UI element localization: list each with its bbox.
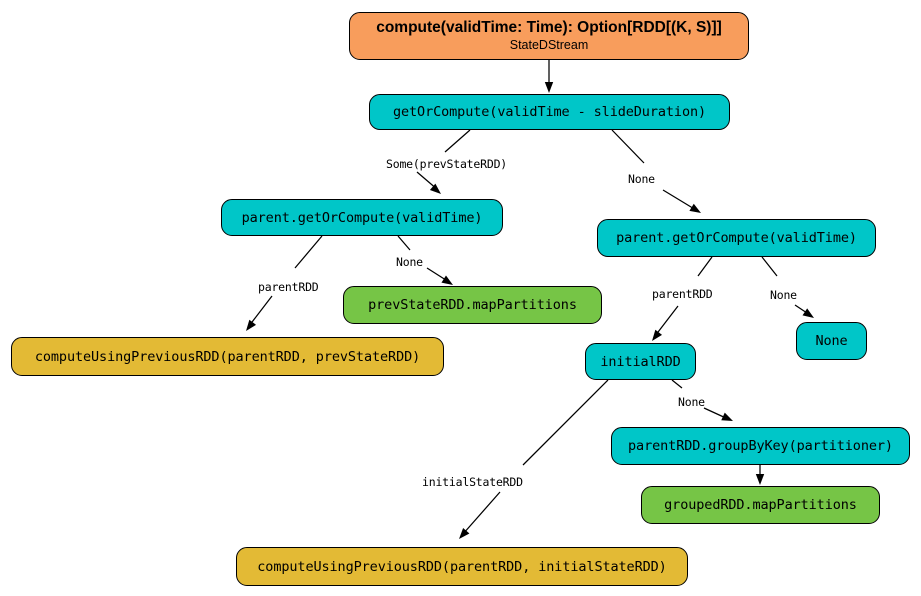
edge-initialrdd-initialstaterdd-label: initialStateRDD — [422, 475, 523, 489]
node-prevstaterdd-mappartitions[interactable]: prevStateRDD.mapPartitions — [343, 286, 602, 324]
node-parent-getorcompute-right[interactable]: parent.getOrCompute(validTime) — [597, 219, 876, 257]
node-compute-root-subtitle: StateDStream — [509, 37, 589, 52]
node-groupedrdd-mappartitions[interactable]: groupedRDD.mapPartitions — [641, 486, 880, 524]
edge-getorcompute-none-label: None — [628, 172, 655, 186]
node-getorcompute-slideduration-label: getOrCompute(validTime - slideDuration) — [392, 104, 707, 120]
node-parent-getorcompute-left-label: parent.getOrCompute(validTime) — [241, 209, 483, 226]
node-compute-root[interactable]: compute(validTime: Time): Option[RDD[(K,… — [349, 12, 749, 60]
edge-initialrdd-none-groupbykey-label: None — [678, 395, 705, 409]
node-prevstaterdd-mappartitions-label: prevStateRDD.mapPartitions — [368, 297, 577, 313]
node-computeusingpreviousrdd-prevstaterdd[interactable]: computeUsingPreviousRDD(parentRDD, prevS… — [11, 337, 444, 376]
node-none-leaf[interactable]: None — [796, 322, 867, 360]
node-groupedrdd-mappartitions-label: groupedRDD.mapPartitions — [664, 497, 857, 513]
node-initialrdd[interactable]: initialRDD — [585, 343, 696, 380]
node-none-leaf-label: None — [815, 333, 848, 349]
node-parentrdd-groupbykey[interactable]: parentRDD.groupByKey(partitioner) — [611, 427, 910, 465]
node-compute-root-title: compute(validTime: Time): Option[RDD[(K,… — [376, 19, 722, 37]
node-parentrdd-groupbykey-label: parentRDD.groupByKey(partitioner) — [628, 438, 893, 454]
edge-getorcompute-some-prevstaterdd-label: Some(prevStateRDD) — [386, 157, 508, 171]
edge-parentright-none-label: None — [770, 288, 797, 302]
node-computeusingpreviousrdd-prevstaterdd-label: computeUsingPreviousRDD(parentRDD, prevS… — [34, 348, 421, 365]
node-computeusingpreviousrdd-initialstaterdd[interactable]: computeUsingPreviousRDD(parentRDD, initi… — [236, 547, 688, 586]
node-getorcompute-slideduration[interactable]: getOrCompute(validTime - slideDuration) — [369, 94, 730, 130]
edge-parentleft-parentrdd-label: parentRDD — [258, 280, 319, 294]
node-initialrdd-label: initialRDD — [600, 353, 681, 370]
node-computeusingpreviousrdd-initialstaterdd-label: computeUsingPreviousRDD(parentRDD, initi… — [257, 558, 667, 575]
edge-parentright-parentrdd-label: parentRDD — [652, 287, 713, 301]
node-parent-getorcompute-right-label: parent.getOrCompute(validTime) — [616, 230, 857, 246]
node-parent-getorcompute-left[interactable]: parent.getOrCompute(validTime) — [221, 199, 503, 236]
edge-parentleft-none-mappartitions-label: None — [396, 255, 423, 269]
